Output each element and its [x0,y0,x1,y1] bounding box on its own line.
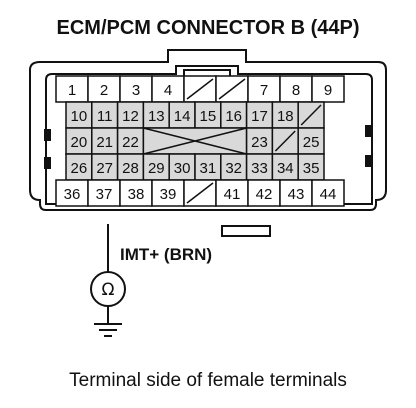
terminal-number: 3 [132,82,140,99]
terminal-number: 44 [320,186,337,203]
empty-cavity-slash [186,182,214,204]
terminal-26 [65,153,93,181]
terminal-number: 28 [122,160,139,177]
terminal-number: 35 [303,160,320,177]
terminal-number: 7 [260,82,268,99]
diagram-title: ECM/PCM CONNECTOR B (44P) [57,17,360,39]
wire-label: IMT+ (BRN) [120,245,212,264]
blocked-cavity-line [143,127,247,155]
terminal-10 [65,101,93,129]
terminal-36 [55,179,89,207]
terminal-8 [279,75,313,103]
empty-cavity-slash [300,104,322,126]
terminal-number: 10 [71,108,88,125]
terminal-42 [247,179,281,207]
diagram-caption: Terminal side of female terminals [69,370,347,391]
terminal-number: 38 [128,186,145,203]
empty-cavity-slash [218,78,246,100]
terminal-number: 25 [303,134,320,151]
terminal-number: 27 [96,160,113,177]
terminal-number: 36 [64,186,81,203]
terminal-number: 11 [97,108,113,125]
terminal-number: 18 [277,108,294,125]
terminal-number: 41 [224,186,241,203]
terminal-31 [194,153,222,181]
terminal-number: 43 [288,186,305,203]
terminal-number: 31 [200,160,217,177]
terminal-15 [194,101,222,129]
terminal-number: 23 [251,134,268,151]
terminal-number: 29 [148,160,165,177]
terminal-number: 22 [122,134,139,151]
terminal-44 [311,179,345,207]
terminal-9 [311,75,345,103]
terminal-number: 34 [277,160,294,177]
connector-housing [29,49,387,237]
terminal-number: 20 [71,134,88,151]
terminal-4 [151,75,185,103]
terminal-number: 32 [225,160,242,177]
terminal-number: 4 [164,82,172,99]
terminal-number: 13 [148,108,165,125]
ohm-symbol: Ω [102,280,115,300]
terminal-37 [87,179,121,207]
terminal-number: 26 [71,160,88,177]
empty-cavity-slash [274,130,296,152]
terminal-number: 9 [324,82,332,99]
terminal-number: 21 [96,134,113,151]
terminal-number: 37 [96,186,113,203]
terminal-number: 15 [200,108,217,125]
terminal-number: 30 [174,160,191,177]
terminal-number: 16 [225,108,242,125]
terminal-2 [87,75,121,103]
terminal-number: 8 [292,82,300,99]
empty-cavity-slash [186,78,214,100]
terminal-43 [279,179,313,207]
terminal-number: 12 [122,108,139,125]
terminal-number: 2 [100,82,108,99]
terminal-number: 1 [68,82,76,99]
terminal-number: 33 [251,160,268,177]
ohmmeter-icon: Ω [90,271,126,307]
terminal-number: 39 [160,186,177,203]
terminal-number: 17 [251,108,268,125]
ground-icon [94,323,122,337]
terminal-17 [245,101,274,129]
terminal-12 [116,101,145,129]
terminal-number: 42 [256,186,273,203]
terminal-25 [297,127,325,155]
terminal-number: 14 [174,108,191,125]
